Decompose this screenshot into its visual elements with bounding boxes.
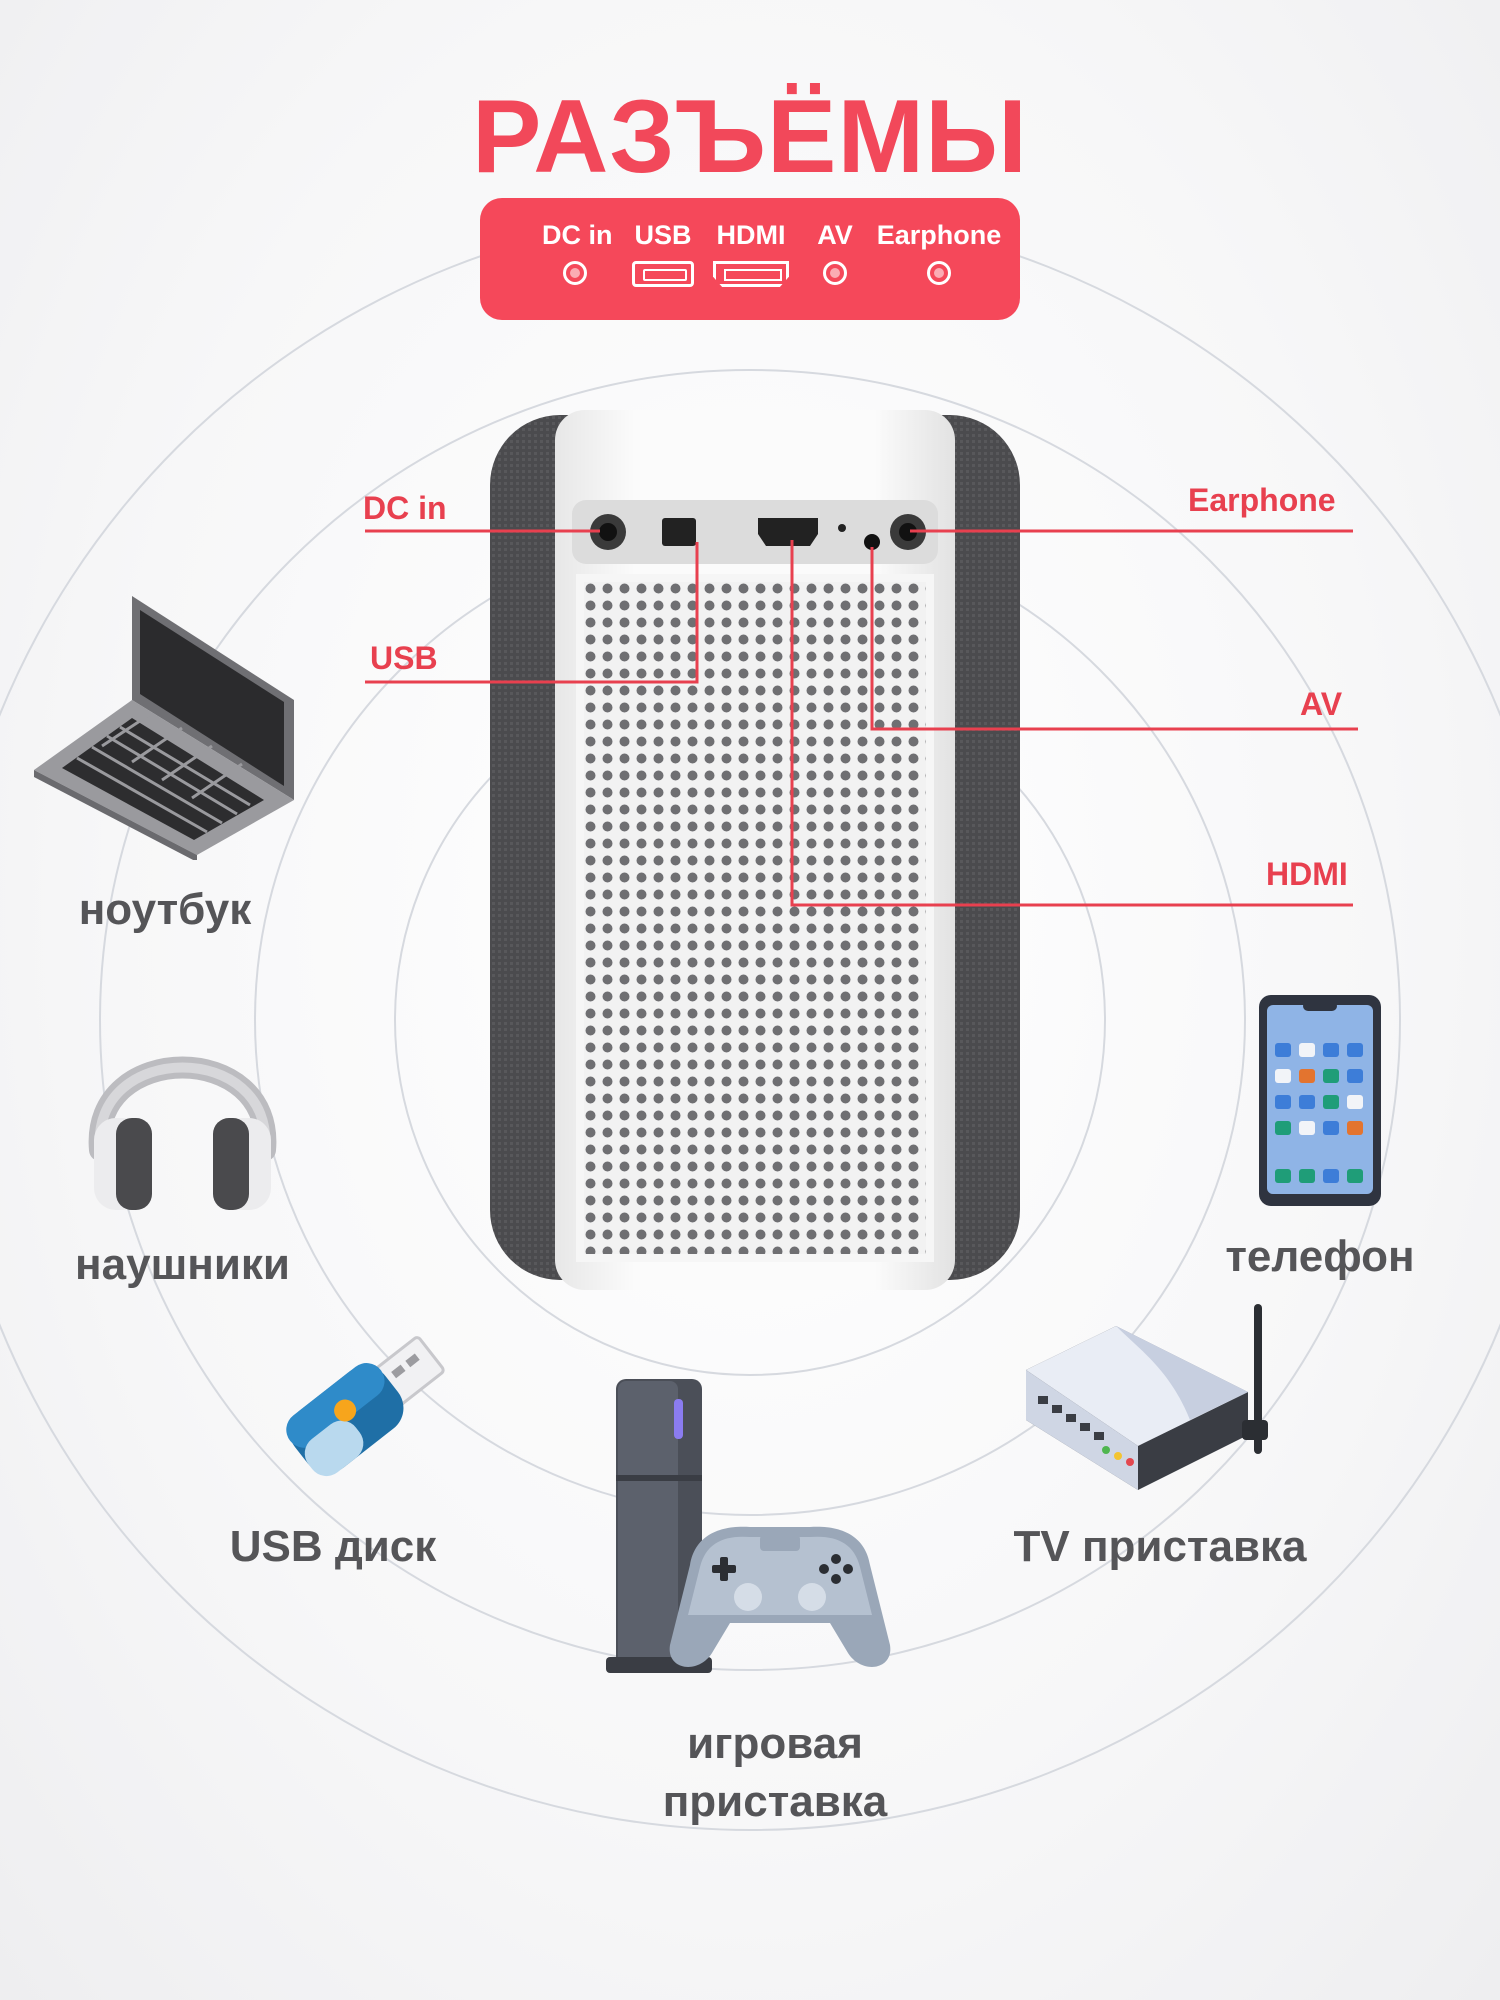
callout-usb: USB bbox=[370, 640, 438, 676]
device-label-phone: телефон bbox=[1225, 1232, 1415, 1281]
panel-port-label: USB bbox=[634, 220, 692, 250]
usb-port-icon bbox=[632, 261, 694, 287]
round-jack-icon bbox=[563, 261, 587, 285]
device-label-line: приставка bbox=[662, 1777, 888, 1826]
panel-port-av: AV bbox=[810, 220, 860, 285]
panel-port-earphone: Earphone bbox=[874, 220, 1004, 285]
phone-icon bbox=[1259, 995, 1381, 1206]
laptop-icon bbox=[34, 596, 294, 860]
callout-av: AV bbox=[1300, 686, 1343, 722]
callout-hdmi: HDMI bbox=[1266, 856, 1348, 892]
panel-port-dc-in: DC in bbox=[542, 220, 613, 285]
callout-dc-in: DC in bbox=[363, 490, 447, 526]
tv-box-icon bbox=[1026, 1304, 1268, 1490]
headphones-icon bbox=[88, 1056, 277, 1210]
device-label-usb-disk: USB диск bbox=[229, 1522, 437, 1571]
device-label-line: игровая bbox=[687, 1719, 863, 1768]
device-label-game-console: игровая приставка bbox=[630, 1715, 920, 1831]
ports-panel: DC in USB HDMI AV Earphone bbox=[480, 198, 1020, 320]
callout-earphone: Earphone bbox=[1188, 482, 1336, 518]
panel-port-label: DC in bbox=[542, 220, 613, 250]
panel-port-label: Earphone bbox=[876, 220, 1002, 250]
page-title: РАЗЪЁМЫ bbox=[472, 79, 1028, 195]
round-jack-icon bbox=[927, 261, 951, 285]
hdmi-port-icon bbox=[713, 261, 789, 287]
panel-port-usb: USB bbox=[630, 220, 696, 287]
round-jack-icon bbox=[823, 261, 847, 285]
projector-image bbox=[490, 410, 1020, 1290]
game-console-icon bbox=[606, 1379, 891, 1673]
usb-stick-icon bbox=[286, 1336, 445, 1477]
panel-port-label: AV bbox=[817, 220, 853, 250]
device-label-headphones: наушники bbox=[75, 1240, 290, 1289]
device-label-tv-box: TV приставка bbox=[1013, 1522, 1307, 1571]
panel-port-hdmi: HDMI bbox=[708, 220, 794, 287]
panel-port-label: HDMI bbox=[716, 220, 786, 250]
device-label-laptop: ноутбук bbox=[78, 885, 252, 934]
